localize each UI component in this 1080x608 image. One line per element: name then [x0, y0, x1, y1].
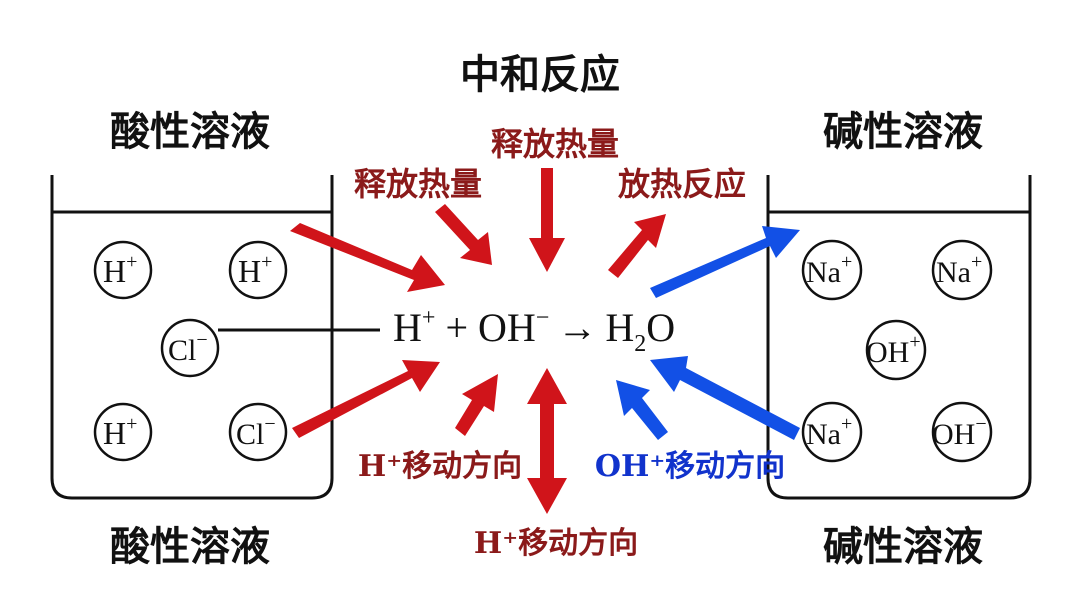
ion-base: OH — [866, 336, 909, 369]
ion-oh: OH+ — [865, 319, 927, 381]
arrow-oh-out-upper — [650, 226, 800, 298]
eq-oh: OH — [478, 305, 536, 350]
eq-product-h: H — [605, 305, 634, 350]
ion-charge: + — [126, 251, 137, 273]
ion-charge: + — [909, 331, 920, 353]
ion-charge: − — [196, 329, 207, 351]
svg-text:H+: H+ — [103, 413, 137, 451]
ion-base: Cl — [236, 418, 264, 451]
diagram-title: 中和反应 — [460, 52, 620, 98]
label-release-heat: 释放热量 — [354, 165, 482, 203]
eq-plus: + — [445, 305, 468, 350]
arrow-h-diag-up — [455, 374, 498, 436]
ion-charge: − — [264, 413, 275, 435]
eq-arrow: → — [557, 305, 597, 350]
svg-text:H+: H+ — [238, 251, 272, 289]
label-h-move-direction-bottom: H⁺移动方向 — [474, 526, 638, 561]
ion-charge: + — [261, 251, 272, 273]
ion-na-plus: Na+ — [931, 239, 993, 301]
ion-charge: + — [971, 251, 982, 273]
ion-charge: + — [841, 251, 852, 273]
ion-cl-minus: Cl− — [228, 402, 288, 462]
ion-h-plus: H+ — [93, 240, 153, 300]
ion-cl-minus: Cl− — [160, 318, 220, 378]
acid-beaker — [50, 175, 334, 500]
ion-na-plus: Na+ — [801, 401, 863, 463]
arrow-exothermic — [608, 214, 666, 278]
arrow-oh-diag-up — [616, 380, 668, 440]
arrow-h-in-upper — [290, 223, 445, 292]
ion-base: Cl — [168, 334, 196, 367]
ion-base: H — [238, 253, 261, 289]
label-release-heat-amount: 释放热量 — [491, 125, 619, 163]
svg-text:Cl−: Cl− — [168, 329, 208, 367]
ion-base: Na — [806, 256, 841, 289]
svg-text:H+: H+ — [103, 251, 137, 289]
label-oh-move-direction: OH⁺移动方向 — [595, 449, 785, 484]
ion-charge: + — [841, 413, 852, 435]
ion-oh-minus: OH− — [931, 401, 993, 463]
ion-na-plus: Na+ — [801, 239, 863, 301]
ion-h-plus: H+ — [228, 240, 288, 300]
eq-product-sub: 2 — [634, 331, 646, 357]
ion-base: OH — [932, 418, 975, 451]
red-arrows — [290, 168, 666, 514]
ion-base: H — [103, 415, 126, 451]
svg-text:Cl−: Cl− — [236, 413, 276, 451]
arrow-release-heat-amount — [529, 168, 565, 272]
svg-text:Na+: Na+ — [936, 251, 982, 289]
base-beaker — [766, 175, 1032, 500]
svg-text:Na+: Na+ — [806, 413, 852, 451]
ion-charge: + — [126, 413, 137, 435]
ion-base: Na — [806, 418, 841, 451]
ion-base: H — [103, 253, 126, 289]
eq-oh-charge: − — [536, 305, 550, 331]
arrow-h-in-lower — [292, 360, 440, 438]
base-solution-label-bottom: 碱性溶液 — [823, 524, 983, 570]
arrow-oh-in-lower — [650, 356, 800, 440]
blue-arrows — [616, 226, 800, 440]
acid-solution-label-bottom: 酸性溶液 — [110, 524, 270, 570]
svg-text:OH−: OH− — [932, 413, 987, 451]
reaction-equation: H++OH−→H2O — [393, 305, 675, 357]
eq-h: H — [393, 305, 422, 350]
ion-charge: − — [975, 413, 986, 435]
label-exothermic-reaction: 放热反应 — [618, 165, 746, 203]
eq-h-charge: + — [422, 305, 436, 331]
base-solution-label-top: 碱性溶液 — [823, 109, 983, 155]
svg-text:H++OH−→H2O: H++OH−→H2O — [393, 305, 675, 357]
ion-base: Na — [936, 256, 971, 289]
eq-product-o: O — [646, 305, 675, 350]
arrow-vertical-double — [527, 368, 567, 514]
acid-solution-label-top: 酸性溶液 — [110, 109, 270, 155]
svg-text:Na+: Na+ — [806, 251, 852, 289]
label-h-move-direction: H⁺移动方向 — [358, 449, 522, 484]
svg-text:OH+: OH+ — [866, 331, 921, 369]
ion-h-plus: H+ — [93, 402, 153, 462]
arrow-release-heat — [435, 204, 492, 265]
